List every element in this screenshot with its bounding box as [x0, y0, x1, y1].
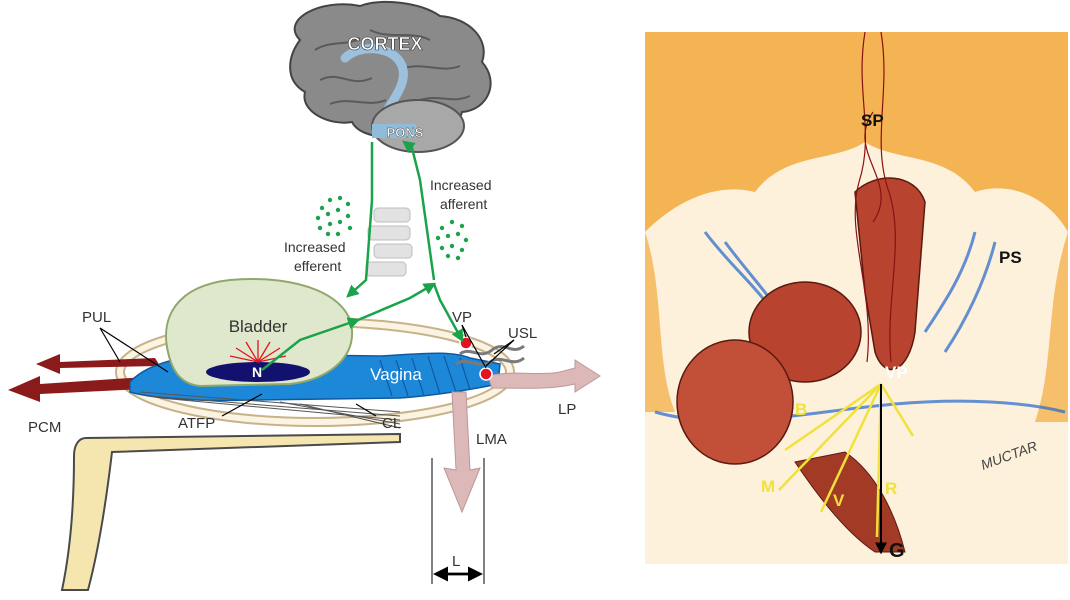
b-label: B [795, 400, 807, 419]
usl-label: USL [508, 325, 537, 342]
ps-label: PS [999, 248, 1022, 267]
pul-label: PUL [82, 309, 111, 326]
afferent-signal-dots-icon [436, 220, 468, 260]
vp-label-right: VP [885, 363, 908, 382]
speculum-icon [62, 434, 400, 590]
cl-label: CL [382, 415, 401, 432]
increased-afferent-label-line1: Increased [430, 177, 491, 193]
pelvic-floor-diagram: CORTEX PONS [0, 0, 620, 600]
increased-efferent-label-line1: Increased [284, 239, 345, 255]
increased-efferent-label-line2: efferent [294, 258, 341, 274]
bladder-label: Bladder [229, 317, 288, 336]
efferent-signal-dots-icon [316, 196, 352, 236]
pcm-label: PCM [28, 419, 61, 436]
r-label: R [885, 479, 897, 498]
pelvic-nerve-illustration: SP PS VP B M V R G MUCTAR [645, 32, 1068, 564]
spinal-cord-icon [366, 208, 412, 276]
v-label: V [833, 491, 845, 510]
pons-label: PONS [387, 125, 424, 140]
lma-label: LMA [476, 431, 507, 448]
atfp-label: ATFP [178, 415, 215, 432]
g-label: G [889, 540, 905, 562]
vp-label: VP [452, 309, 472, 326]
increased-afferent-label-line2: afferent [440, 196, 487, 212]
m-label: M [761, 477, 775, 496]
l-label: L [452, 553, 460, 570]
lp-label: LP [558, 401, 576, 418]
bladder-drawing [677, 340, 793, 464]
nerve-ending-label: N [252, 364, 262, 380]
sp-label: SP [861, 111, 884, 130]
vagina-label: Vagina [370, 365, 422, 384]
vp-node-lower [480, 368, 492, 380]
cortex-label: CORTEX [347, 34, 422, 54]
